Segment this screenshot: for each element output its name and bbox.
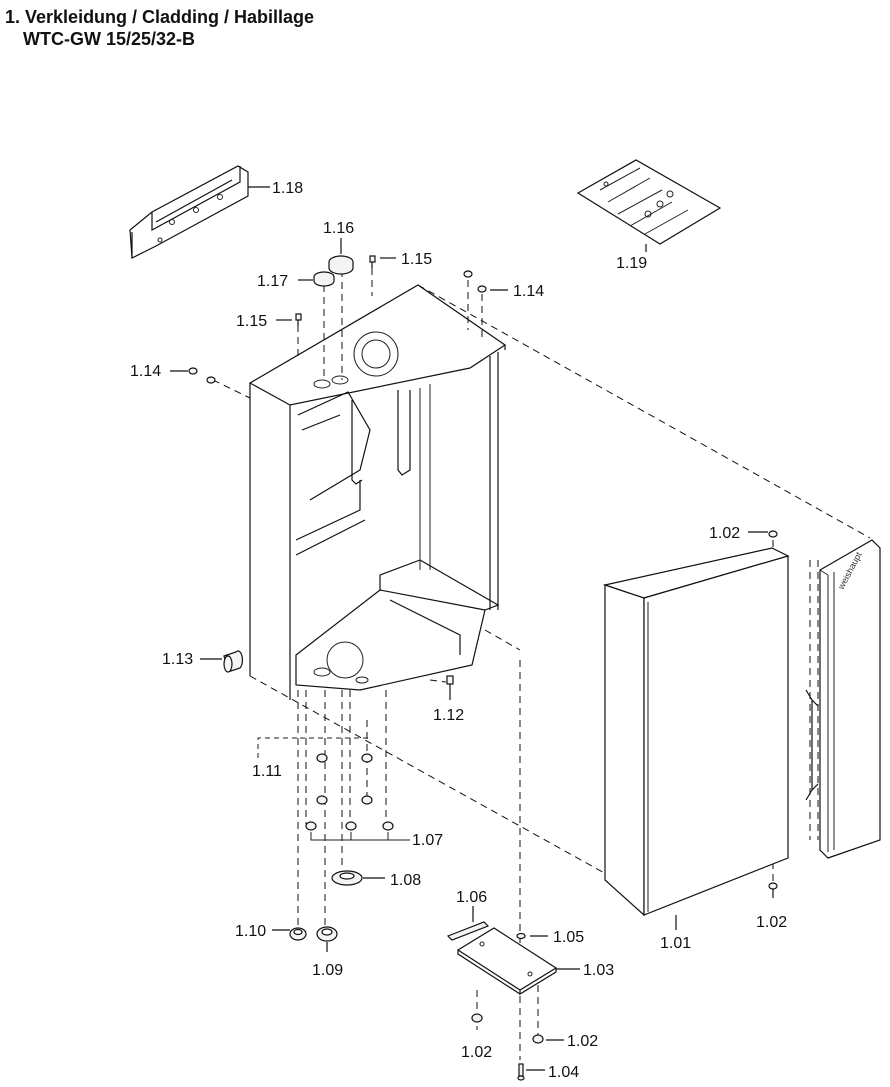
grommets-1-07-part [305, 821, 394, 831]
label-1-07: 1.07 [412, 832, 443, 849]
screw-1-12-part [446, 675, 454, 700]
seal-strip-1-06-part [446, 921, 490, 941]
screw-1-15-left-part [295, 313, 302, 326]
grommet-1-10-part [289, 927, 307, 941]
fixing-kit-part [576, 159, 722, 245]
nut-1-02-bottom-left-part [471, 1013, 483, 1023]
label-1-02-top: 1.02 [709, 525, 740, 542]
diagram-title: 1. Verkleidung / Cladding / Habillage WT… [5, 6, 314, 50]
label-1-01: 1.01 [660, 935, 691, 952]
label-1-02-bottom-right: 1.02 [567, 1033, 598, 1050]
label-1-13: 1.13 [162, 651, 193, 668]
side-panel-part: weishaupt [805, 539, 881, 859]
label-1-15-top: 1.15 [401, 251, 432, 268]
label-1-03: 1.03 [583, 962, 614, 979]
nut-1-02-bottom-right-part [532, 1034, 544, 1044]
label-1-09: 1.09 [312, 962, 343, 979]
cap-1-17-part [313, 271, 335, 287]
label-1-17: 1.17 [257, 273, 288, 290]
bottom-plate-1-03-part [456, 927, 558, 996]
washer-1-05-part [516, 932, 526, 940]
label-1-18: 1.18 [272, 180, 303, 197]
screw-1-02-cover-bottom-part [768, 882, 778, 898]
cap-1-16-part [328, 255, 354, 275]
label-1-12: 1.12 [433, 707, 464, 724]
grommets-1-11-part [316, 753, 373, 805]
main-frame-part [248, 284, 507, 700]
screw-1-04-part [517, 1063, 525, 1081]
label-1-14-left: 1.14 [130, 363, 161, 380]
label-1-16: 1.16 [323, 220, 354, 237]
label-1-08: 1.08 [390, 872, 421, 889]
plug-1-13-part [223, 650, 244, 673]
washer-1-14-right-part [463, 270, 487, 293]
label-1-06: 1.06 [456, 889, 487, 906]
label-1-02-cover-bottom: 1.02 [756, 914, 787, 931]
label-1-02-bottom-left: 1.02 [461, 1044, 492, 1061]
screw-1-02-top-part [768, 530, 778, 538]
label-1-10: 1.10 [235, 923, 266, 940]
wall-bracket-part [129, 165, 249, 259]
label-1-04: 1.04 [548, 1064, 579, 1081]
label-1-11: 1.11 [252, 763, 282, 780]
title-line-2: WTC-GW 15/25/32-B [23, 29, 196, 49]
label-1-19: 1.19 [616, 255, 647, 272]
washer-1-14-left-part [188, 367, 216, 384]
front-cover-1-01-part [602, 547, 790, 917]
grommet-1-09-part [316, 926, 338, 942]
label-1-14-right: 1.14 [513, 283, 544, 300]
ring-1-08-part [331, 870, 363, 886]
label-1-15-left: 1.15 [236, 313, 267, 330]
screw-1-15-top-part [369, 255, 376, 268]
label-1-05: 1.05 [553, 929, 584, 946]
title-line-1: 1. Verkleidung / Cladding / Habillage [5, 7, 315, 27]
